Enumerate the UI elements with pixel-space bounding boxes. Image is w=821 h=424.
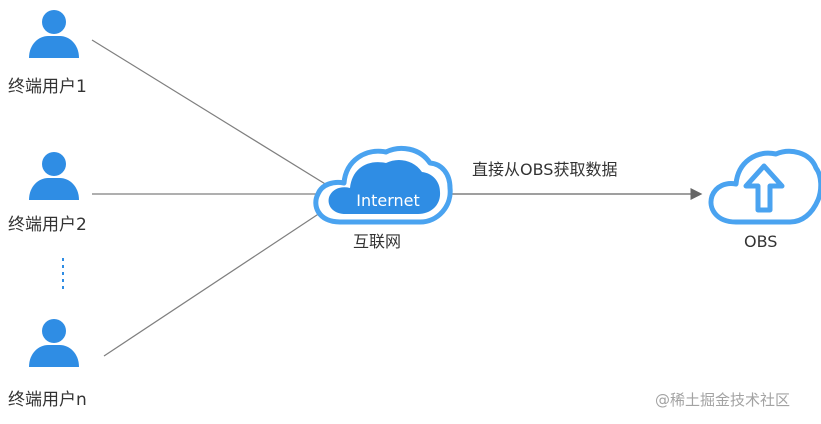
cloud-icon: Internet [313, 145, 453, 225]
ellipsis-dots [62, 258, 64, 289]
cloud-upload-icon [708, 148, 821, 225]
user-icon [29, 152, 79, 200]
internet-cloud-text: Internet [356, 191, 420, 210]
connection-label: 直接从OBS获取数据 [472, 160, 618, 179]
obs-label: OBS [744, 232, 778, 251]
usern-label: 终端用户n [8, 390, 87, 410]
user-icon [29, 10, 79, 58]
user1-label: 终端用户1 [8, 77, 87, 97]
connector-usern-internet [103, 208, 327, 357]
user2-label: 终端用户2 [8, 215, 87, 235]
internet-label: 互联网 [353, 232, 402, 251]
watermark: @稀土掘金技术社区 [655, 391, 791, 409]
connector-user1-internet [91, 39, 336, 191]
user-icon [29, 319, 79, 367]
